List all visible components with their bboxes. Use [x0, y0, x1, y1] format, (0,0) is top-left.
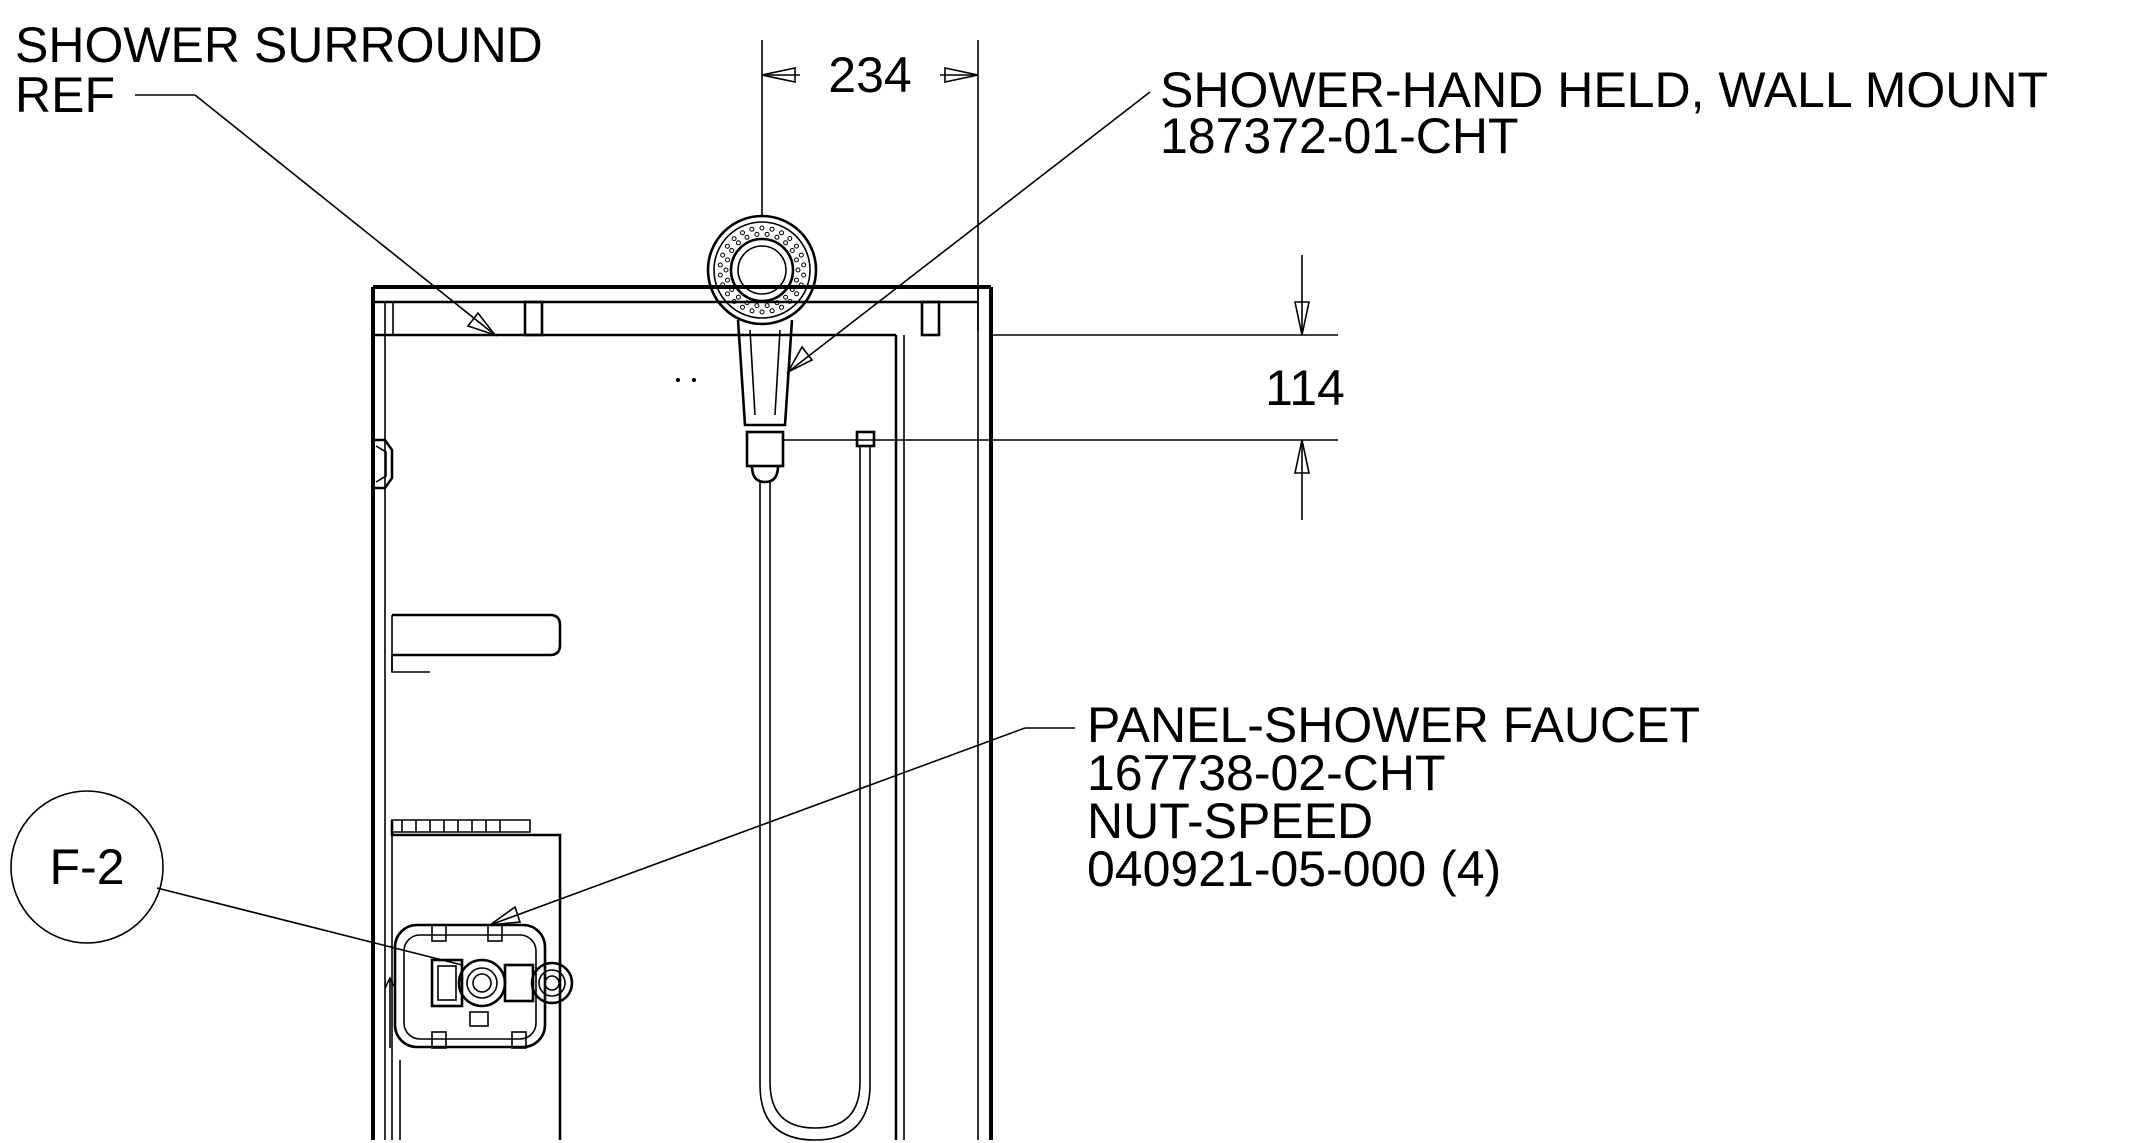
- spray-hole: [794, 243, 799, 249]
- spray-hole: [720, 252, 726, 258]
- panel-label-line4: 040921-05-000 (4): [1087, 841, 1501, 897]
- surround-label-line2: REF: [15, 67, 115, 123]
- spray-hole: [795, 267, 801, 273]
- spray-hole: [764, 303, 770, 309]
- spray-hole: [787, 236, 793, 241]
- spray-hole: [779, 304, 784, 310]
- panel-label-line1: PANEL-SHOWER FAUCET: [1087, 697, 1700, 753]
- spray-hole: [774, 234, 780, 240]
- handheld-label-line1: SHOWER-HAND HELD, WALL MOUNT: [1160, 62, 2048, 118]
- spray-hole: [725, 291, 730, 297]
- spray-hole: [735, 240, 741, 246]
- dimension-width: 234: [761, 40, 979, 330]
- spray-hole: [725, 277, 730, 283]
- spray-hole: [754, 303, 760, 309]
- spray-hole: [769, 226, 775, 232]
- spray-hole: [744, 300, 750, 306]
- spray-hole: [725, 257, 730, 263]
- spray-hole: [720, 282, 726, 288]
- spray-hole: [744, 234, 750, 240]
- spray-hole: [740, 230, 745, 236]
- spray-hole: [759, 309, 765, 315]
- spray-hole: [764, 231, 770, 237]
- spray-hole: [801, 262, 807, 268]
- spray-hole: [717, 272, 723, 278]
- width-dimension-value: 234: [828, 47, 911, 103]
- surround-label-line1: SHOWER SURROUND: [15, 17, 543, 73]
- spray-hole: [724, 243, 730, 249]
- panel-label-line2: 167738-02-CHT: [1087, 745, 1446, 801]
- dimension-height: 114: [783, 255, 1345, 520]
- spray-hole: [794, 277, 799, 283]
- spray-hole: [729, 248, 735, 253]
- detail-callout-bubble: F-2: [10, 790, 164, 944]
- spray-hole: [789, 287, 795, 292]
- spray-hole: [779, 230, 784, 236]
- handheld-label-line2: 187372-01-CHT: [1160, 108, 1519, 164]
- spray-hole: [783, 240, 789, 246]
- shower-enclosure: [371, 285, 993, 1140]
- spray-hole: [798, 282, 804, 288]
- spray-hole: [769, 308, 775, 314]
- spray-hole: [759, 225, 765, 231]
- faucet-panel: [384, 819, 574, 1140]
- spray-hole: [749, 226, 755, 232]
- hand-shower: [706, 214, 876, 1141]
- spray-hole: [754, 231, 760, 237]
- spray-hole: [774, 300, 780, 306]
- spray-hole: [794, 291, 800, 297]
- leader-panel: [487, 727, 1075, 927]
- detail-callout-label: F-2: [50, 839, 125, 895]
- spray-hole: [789, 248, 795, 253]
- spray-hole: [783, 294, 789, 300]
- spray-hole: [801, 272, 807, 278]
- panel-label-line3: NUT-SPEED: [1087, 793, 1373, 849]
- spray-hole: [740, 304, 745, 310]
- spray-hole: [794, 257, 799, 263]
- spray-hole: [731, 299, 737, 304]
- leader-detail-callout: [156, 887, 463, 966]
- leader-surround: [135, 94, 498, 337]
- spray-hole: [787, 298, 793, 304]
- spray-hole: [798, 252, 804, 258]
- spray-hole: [723, 267, 729, 273]
- leader-handheld: [786, 91, 1151, 374]
- spray-hole: [717, 262, 723, 268]
- spray-hole: [729, 287, 735, 292]
- spray-hole: [749, 308, 755, 314]
- spray-hole: [731, 236, 737, 242]
- height-dimension-value: 114: [1265, 360, 1345, 416]
- spray-hole: [735, 294, 741, 300]
- soap-shelf: [391, 613, 562, 673]
- wall-clip: [371, 438, 394, 490]
